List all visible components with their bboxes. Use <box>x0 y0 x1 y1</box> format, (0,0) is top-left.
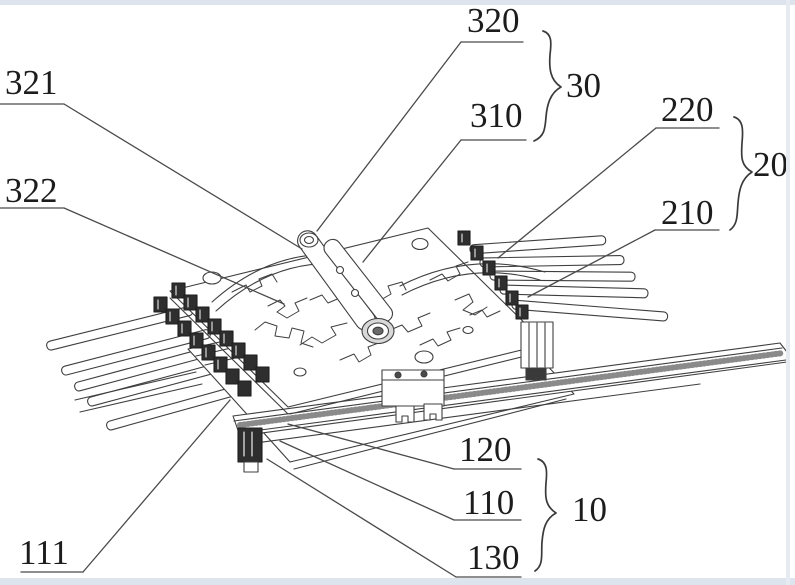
page-border-top <box>0 0 795 5</box>
leader-lines <box>0 41 720 578</box>
ref-label-130: 130 <box>467 538 520 577</box>
group-label-20: 20 <box>753 145 788 184</box>
ref-label-320: 320 <box>467 1 520 40</box>
page-border-bottom <box>0 578 795 585</box>
center-bracket <box>381 369 445 423</box>
ref-label-210: 210 <box>661 193 714 232</box>
ref-label-310: 310 <box>470 96 523 135</box>
brace-group-10 <box>534 458 557 572</box>
pivot-boss <box>361 317 395 345</box>
ref-label-321: 321 <box>5 63 58 102</box>
brace-group-20 <box>729 116 753 231</box>
lever-arm <box>297 230 395 345</box>
left-connector-blocks <box>153 282 270 397</box>
ref-label-120: 120 <box>459 430 512 469</box>
left-foot-block <box>237 427 263 473</box>
page-border-right <box>786 0 790 585</box>
right-pin-rods <box>469 235 669 322</box>
brace-group-30 <box>533 30 562 142</box>
group-label-10: 10 <box>572 490 607 529</box>
ref-label-111: 111 <box>19 533 69 572</box>
front-terminal-block <box>520 321 554 381</box>
group-label-30: 30 <box>566 66 601 105</box>
ref-label-322: 322 <box>5 171 58 210</box>
plate-trace-pattern <box>231 261 501 363</box>
ref-label-220: 220 <box>661 90 714 129</box>
right-connector-blocks <box>457 230 529 320</box>
ref-label-110: 110 <box>463 483 515 522</box>
